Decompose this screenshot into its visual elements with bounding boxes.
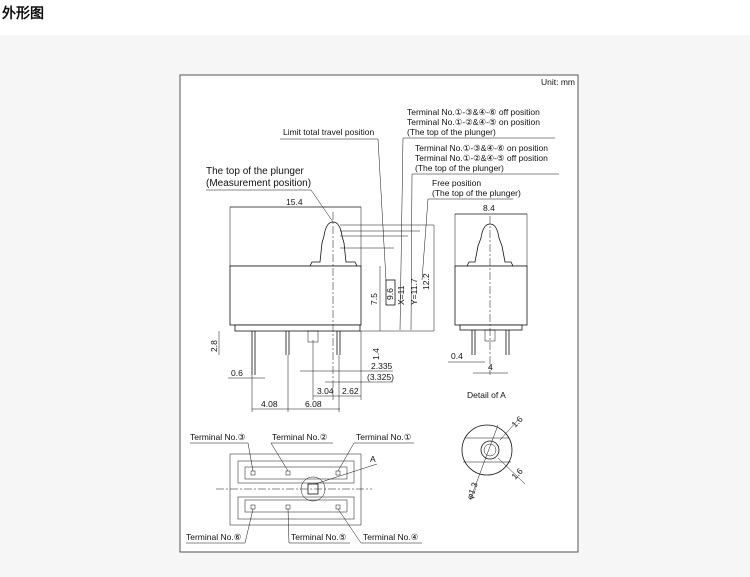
label: Terminal No.①-②&④-⑤ on position xyxy=(407,117,540,127)
dim-label: 7.5 xyxy=(369,293,379,305)
bottom-view: Terminal No.③ Terminal No.② Terminal No.… xyxy=(186,432,422,544)
unit-label: Unit: mm xyxy=(541,77,575,87)
terminal-label: Terminal No.④ xyxy=(363,532,419,542)
dim-label: 4 xyxy=(488,362,493,372)
dim-label: 2.62 xyxy=(342,386,359,396)
label: The top of the plunger xyxy=(206,166,305,177)
dim-label: 9.6 xyxy=(385,288,395,300)
dim-label: Y=11.7 xyxy=(409,278,419,305)
dim-label: 6.08 xyxy=(305,399,322,409)
label: (Measurement position) xyxy=(206,178,311,189)
dim-label: 2.335 xyxy=(371,361,393,371)
position-labels: Terminal No.①-③&④-⑥ off position Termina… xyxy=(206,107,559,331)
front-view: 15.4 9.6 7.5 X=11 Y=11.7 12.2 2.8 1.4 0.… xyxy=(209,197,435,412)
dim-label: 0.4 xyxy=(451,351,463,361)
dim-label: 0.6 xyxy=(231,368,243,378)
terminal-label: Terminal No.⑥ xyxy=(186,532,242,542)
label: Free position xyxy=(432,178,481,188)
terminal-label: Terminal No.① xyxy=(356,432,412,442)
detail-a-title: Detail of A xyxy=(467,390,506,400)
label: Limit total travel position xyxy=(283,127,374,137)
label: Terminal No.①-③&④-⑥ off position xyxy=(407,107,540,117)
dim-label: X=11 xyxy=(396,285,406,305)
side-view: 8.4 0.4 4 Detail of A xyxy=(448,203,528,400)
dim-label: 3.04 xyxy=(317,386,334,396)
dim-label: 4.08 xyxy=(261,399,278,409)
dim-label: 1.4 xyxy=(371,348,381,360)
dim-label: 15.4 xyxy=(286,197,303,207)
terminal-label: Terminal No.⑤ xyxy=(291,532,347,542)
dim-label: (3.325) xyxy=(367,372,394,382)
dim-label: 8.4 xyxy=(483,203,495,213)
dim-label: 2.8 xyxy=(209,340,219,352)
dim-label: 12.2 xyxy=(421,273,431,290)
label: (The top of the plunger) xyxy=(415,163,504,173)
label: Terminal No.①-③&④-⑥ on position xyxy=(415,143,548,153)
label: (The top of the plunger) xyxy=(432,188,521,198)
page-title: 外形图 xyxy=(2,6,44,22)
label: Terminal No.①-②&④-⑤ off position xyxy=(415,153,548,163)
label: (The top of the plunger) xyxy=(407,127,496,137)
terminal-label: Terminal No.③ xyxy=(190,432,246,442)
terminal-label: Terminal No.② xyxy=(272,432,328,442)
detail-a-marker: A xyxy=(370,454,376,464)
